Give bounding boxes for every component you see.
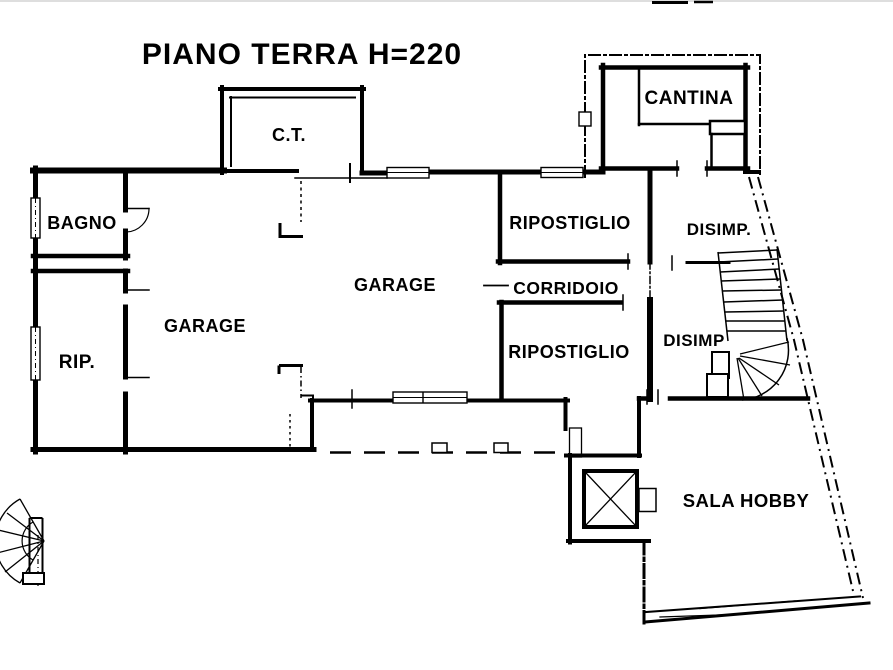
right-boundary bbox=[748, 176, 864, 599]
ct-room bbox=[218, 85, 388, 183]
garage-partition bbox=[277, 181, 314, 449]
room-label-sala-hobby: SALA HOBBY bbox=[683, 490, 810, 511]
labels: PIANO TERRA H=220 C.T. CANTINA BAGNO RIP… bbox=[47, 38, 809, 511]
room-label-ripostiglio-top: RIPOSTIGLIO bbox=[509, 213, 631, 233]
staircase-bottom-left bbox=[0, 498, 45, 586]
room-label-cantina: CANTINA bbox=[645, 88, 734, 109]
room-label-rip: RIP. bbox=[59, 352, 96, 373]
outer-walls bbox=[30, 165, 606, 455]
plan-title: PIANO TERRA H=220 bbox=[142, 38, 462, 71]
room-label-corridoio: CORRIDOIO bbox=[513, 278, 619, 298]
left-rooms bbox=[30, 168, 150, 455]
window-symbols bbox=[30, 166, 584, 404]
room-label-disimp-bottom: DISIMP bbox=[663, 331, 725, 350]
room-label-bagno: BAGNO bbox=[47, 213, 117, 233]
room-label-ripostiglio-bottom: RIPOSTIGLIO bbox=[508, 342, 630, 362]
south-dashed-line bbox=[330, 442, 562, 454]
shaft-area bbox=[563, 396, 657, 545]
cantina-room bbox=[578, 54, 761, 178]
room-label-disimp-top: DISIMP. bbox=[687, 220, 752, 239]
staircase-right bbox=[706, 248, 791, 401]
room-label-ct: C.T. bbox=[272, 125, 306, 145]
room-label-garage-center: GARAGE bbox=[354, 275, 436, 295]
top-marks bbox=[0, 0, 893, 4]
right-rooms bbox=[483, 168, 673, 402]
room-label-garage-left: GARAGE bbox=[164, 316, 246, 336]
sala-hobby-walls bbox=[636, 261, 871, 625]
